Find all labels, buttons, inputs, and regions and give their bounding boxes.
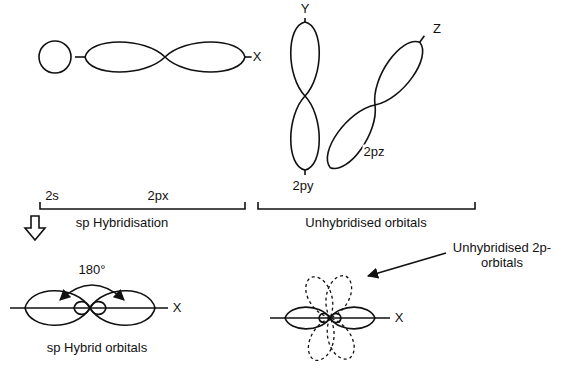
orbital-label: Y: [300, 2, 311, 17]
orbital-label: X: [172, 301, 183, 316]
orbital-label: X: [394, 311, 405, 326]
process-arrow: [25, 216, 45, 240]
orbital-label: 2pz: [363, 145, 386, 160]
sp-hybrid-orbitals: [10, 291, 168, 326]
orbital-label: 2px: [147, 189, 170, 204]
orbital-label: Unhybridised 2p-orbitals: [451, 241, 553, 271]
orbital-label: sp Hybrid orbitals: [46, 341, 148, 356]
leader-arrow: [368, 253, 446, 276]
angle-arc: [60, 285, 124, 300]
orbital-label: Z: [432, 22, 442, 37]
orbital-label: X: [252, 50, 263, 65]
pz-orbital: [319, 28, 436, 176]
sp-with-p-orbitals: [270, 272, 390, 365]
orbital-label: 2py: [292, 179, 315, 194]
orbital-label: Unhybridised orbitals: [304, 216, 427, 231]
orbital-label: 2s: [44, 189, 60, 204]
px-orbital: [75, 42, 252, 72]
orbital-label: 180°: [78, 263, 107, 278]
bracket: [258, 202, 475, 209]
orbital-label: sp Hybridisation: [75, 216, 170, 231]
py-orbital: [291, 18, 320, 175]
bracket: [40, 202, 245, 209]
s-orbital: [39, 41, 71, 73]
